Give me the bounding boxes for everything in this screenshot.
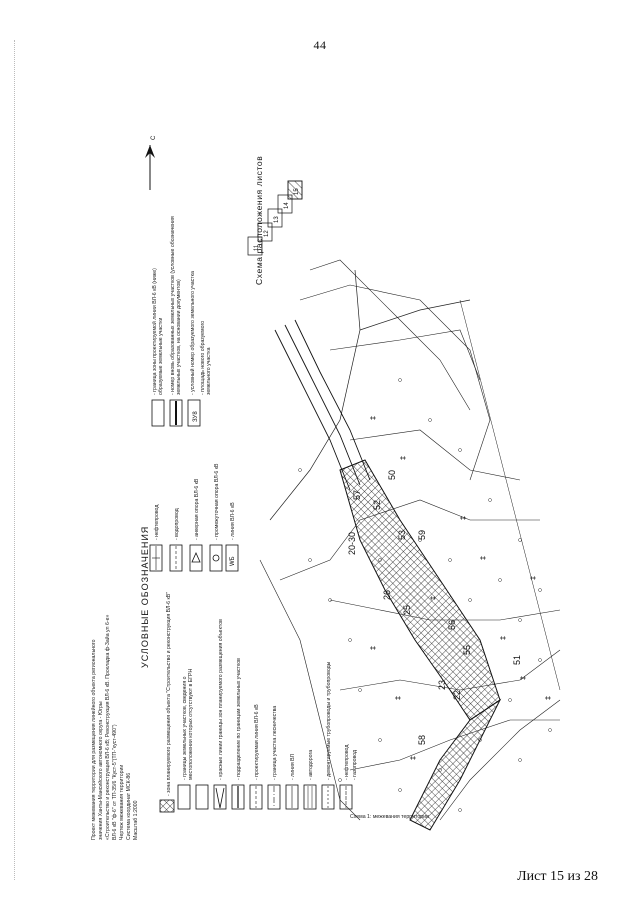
scheme-cell: 14	[284, 202, 290, 209]
scheme-cell: 15	[294, 188, 300, 195]
map-number: 50	[387, 470, 397, 480]
scheme-cell: 11	[254, 244, 260, 251]
svg-text:ǂǂ: ǂǂ	[500, 636, 506, 642]
legend-item: - нефтепровод	[154, 505, 160, 540]
svg-text:ǂǂ: ǂǂ	[520, 676, 526, 682]
svg-text:ǂǂ: ǂǂ	[395, 696, 401, 702]
page-number: 44	[313, 38, 327, 52]
legend-item: образуемые земельные участки	[158, 318, 164, 395]
header-line: Чертеж межевания территории	[119, 765, 125, 840]
page-edge-line	[14, 40, 16, 880]
map-number: 55	[462, 645, 472, 655]
map-number: 59	[417, 530, 427, 540]
map-number: 53	[397, 530, 407, 540]
map-number: 58	[417, 735, 427, 745]
legend-symbols-col2: WБ	[149, 544, 239, 572]
sheet-label: Лист 15 из 28	[517, 869, 598, 884]
map-number: 52	[372, 500, 382, 510]
legend-item: земельных участков, на основании докумен…	[176, 279, 182, 395]
svg-text:ǂǂ: ǂǂ	[370, 646, 376, 652]
legend-item: - линия ВЛ-6 кВ	[230, 502, 236, 540]
svg-text:ǂǂ: ǂǂ	[400, 456, 406, 462]
legend-item: - демонтируемые трубопроводы и трубопров…	[326, 661, 332, 780]
legend-item: - границы земельных участков, сведения о	[182, 676, 188, 780]
svg-text:ǂǂ: ǂǂ	[410, 756, 416, 762]
legend-item: - красные линии границы зон планируемого…	[218, 619, 224, 780]
header-note: Проект межевания территории для размещен…	[90, 615, 139, 840]
header-line: значения Ханты-Мансийского автономного о…	[97, 701, 104, 840]
scheme-title: Схема расположения листов	[254, 156, 264, 285]
legend-item: земельного участка	[206, 347, 212, 395]
legend-item: - условный номер образуемого земельного …	[189, 271, 196, 395]
map-number: 26	[382, 590, 392, 600]
map-caption: Схема 1: межевания территории	[350, 814, 429, 820]
north-label: С	[151, 135, 157, 140]
map-number: 57	[352, 490, 362, 500]
legend-title: УСЛОВНЫЕ ОБОЗНАЧЕНИЯ	[140, 526, 150, 668]
legend-item: - анкерная опора ВЛ-6 кВ	[194, 478, 200, 540]
svg-text:ǂǂ: ǂǂ	[370, 416, 376, 422]
legend-item: - линия ВЛ	[290, 754, 296, 780]
map-number: 56	[447, 620, 457, 630]
map-number: 25	[402, 605, 412, 615]
legend-item: местоположении которых отсутствуют в ЕГР…	[188, 669, 194, 780]
header-line: «Строительство и реконструкция ВЛ-6 кВ; …	[104, 615, 111, 840]
legend-item: - водопровод	[174, 508, 180, 540]
header-line: Проект межевания территории для размещен…	[90, 639, 97, 840]
svg-text:ǂǂ: ǂǂ	[460, 516, 466, 522]
legend-item: - граница зоны проектируемой линии ВЛ-6 …	[151, 268, 158, 395]
legend-item: - промежуточная опора ВЛ-6 кВ	[214, 463, 220, 540]
legend-item: - газопровод	[352, 750, 358, 780]
legend-code: WБ	[230, 556, 236, 566]
legend-symbols-col3: ЗУ8	[151, 399, 201, 427]
legend-item: - проектируемая линия ВЛ-6 кВ	[254, 704, 260, 780]
header-line: Масштаб 1:2000	[133, 800, 139, 840]
map-number: 20-30	[347, 532, 357, 555]
legend: УСЛОВНЫЕ ОБОЗНАЧЕНИЯ - зона	[140, 216, 358, 813]
legend-item: - номер вновь образованных земельных уча…	[170, 216, 176, 395]
scheme-cell: 12	[264, 230, 270, 237]
svg-text:ǂǂ: ǂǂ	[545, 696, 551, 702]
header-line: ВЛ-6 кВ "ф-6" от ТП-35/6 "Куст-5"(ТП-"ку…	[112, 724, 118, 840]
scheme-cell: 13	[274, 216, 280, 223]
map-number: 23	[437, 680, 447, 690]
legend-item: - нефтепровод	[344, 745, 350, 780]
header-line: Система координат МСК-86	[126, 773, 132, 840]
legend-item: - подразделение по границам земельных уч…	[236, 658, 242, 780]
legend-item: - автодорога	[308, 750, 314, 780]
legend-item: - граница участка лесничества	[272, 706, 278, 780]
north-arrow-icon: С	[145, 135, 157, 190]
svg-text:ǂǂ: ǂǂ	[480, 556, 486, 562]
legend-symbols-col1	[159, 784, 353, 813]
sheet-scheme: Схема расположения листов 11 12 13 14 15	[247, 156, 303, 285]
map-number: 51	[512, 655, 522, 665]
map-number: 22	[452, 690, 462, 700]
svg-text:ǂǂ: ǂǂ	[530, 576, 536, 582]
legend-code: ЗУ8	[193, 411, 199, 422]
legend-item: - площадь нового образуемого	[200, 321, 206, 395]
svg-text:ǂǂ: ǂǂ	[430, 596, 436, 602]
legend-item: - зона планируемого размещения объекта "…	[166, 592, 172, 796]
